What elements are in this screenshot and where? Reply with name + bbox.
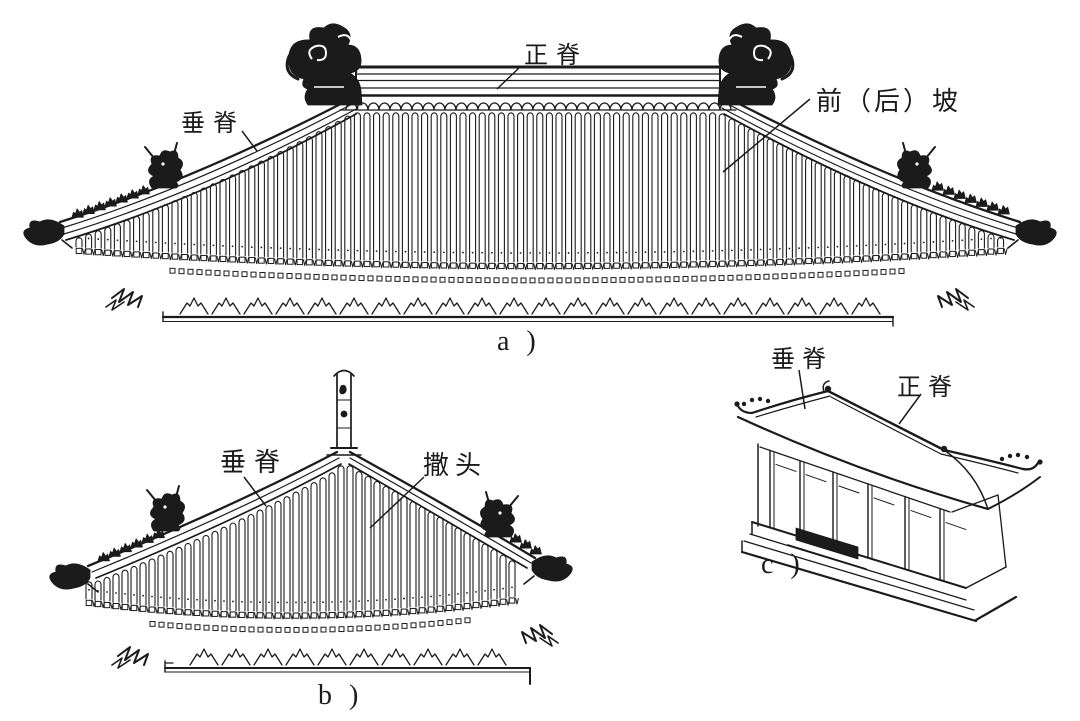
label-main-ridge-c: 正脊: [897, 373, 959, 401]
leader-a-hip-ridge: [241, 130, 258, 152]
figure-a-front-roof-drawing: [23, 23, 1057, 327]
leader-a-slope: [722, 98, 811, 173]
label-hip-ridge-c: 垂脊: [771, 345, 833, 373]
caption-a: a ): [497, 326, 541, 357]
label-main-ridge-a: 正脊: [524, 41, 588, 69]
leader-c-hip-ridge: [798, 369, 806, 410]
leader-c-main-ridge: [898, 393, 922, 425]
label-hip-ridge-b: 垂脊: [220, 448, 289, 478]
label-side-slope-b: 撒头: [423, 451, 488, 481]
label-hip-ridge-a: 垂脊: [181, 109, 245, 137]
label-leader-lines: [241, 66, 922, 529]
label-front-back-slope-a: 前（后）坡: [816, 87, 962, 117]
leader-b-hip-ridge: [243, 476, 267, 507]
caption-b: b ): [318, 680, 364, 711]
caption-c: c ): [761, 549, 805, 580]
leader-a-main-ridge: [496, 66, 521, 90]
leader-b-side-slope: [369, 476, 425, 529]
figure-c-perspective-building-drawing: [734, 380, 1043, 623]
figure-b-gable-roof-drawing: [49, 369, 573, 685]
